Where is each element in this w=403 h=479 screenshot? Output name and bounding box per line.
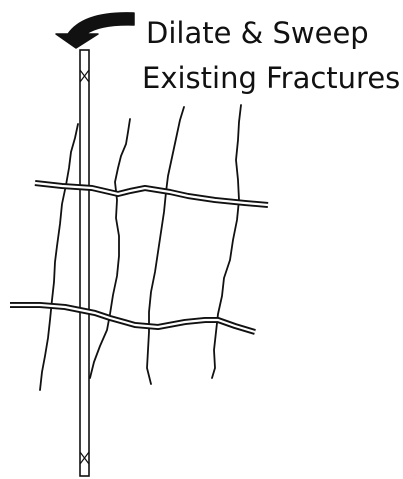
natural-fracture-1 [40, 124, 78, 390]
curved-arrow-down-icon [56, 13, 134, 48]
wellbore-perforation-marks [80, 70, 89, 464]
caption-line-1: Dilate & Sweep [146, 16, 369, 50]
wellbore-casing [80, 50, 89, 476]
caption-line-2: Existing Fractures [142, 61, 400, 95]
wellbore [80, 50, 89, 476]
natural-fracture-4 [212, 105, 241, 378]
natural-fracture-2 [90, 119, 130, 378]
natural-fracture-3 [147, 107, 184, 384]
upper-induced-fracture [35, 183, 268, 205]
natural-fractures [40, 105, 241, 390]
